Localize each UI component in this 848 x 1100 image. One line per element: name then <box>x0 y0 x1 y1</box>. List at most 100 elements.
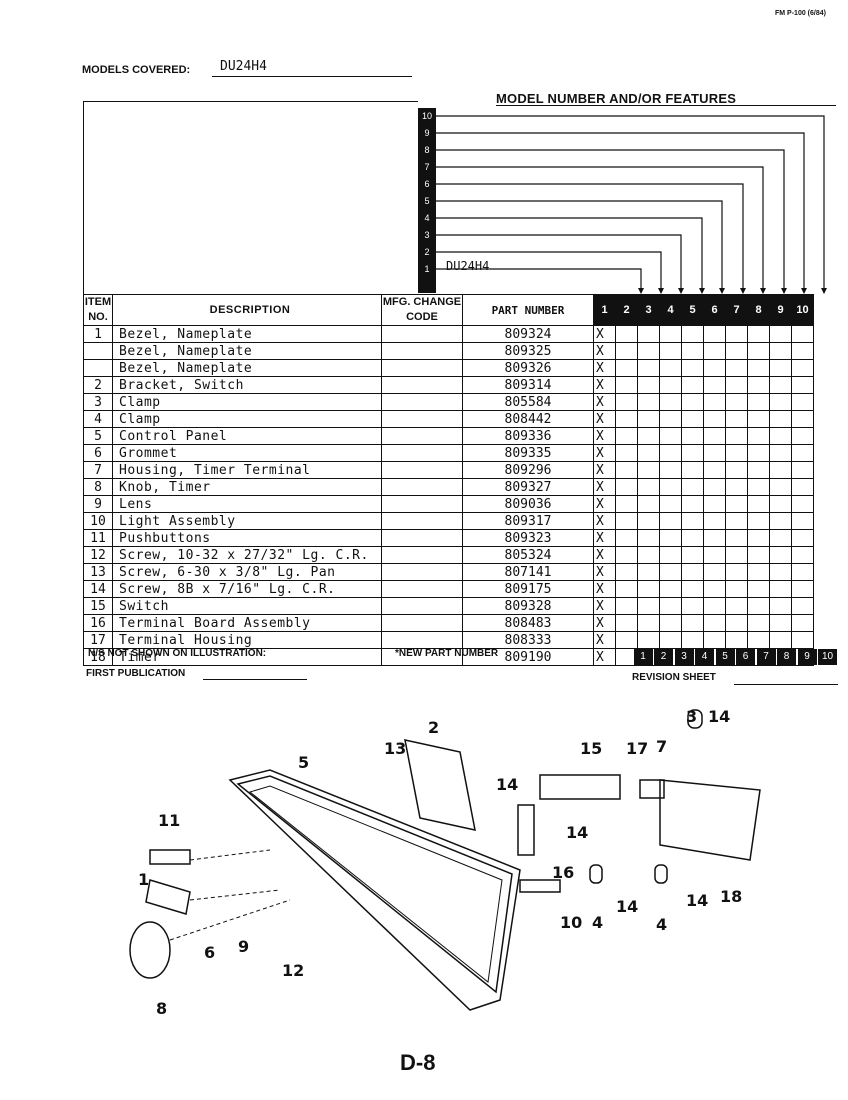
col-5-mark <box>681 614 704 632</box>
part-number: 809327 <box>462 478 594 496</box>
item-no: 9 <box>83 495 113 513</box>
item-no: 2 <box>83 376 113 394</box>
leader-line <box>436 183 744 293</box>
item-no: 16 <box>83 614 113 632</box>
col-4-mark <box>659 495 682 513</box>
model-column-1-name: DU24H4 <box>446 259 490 273</box>
col-8-mark <box>747 410 770 428</box>
col-6-mark <box>703 597 726 615</box>
model-features-rule <box>496 105 836 106</box>
col-1-mark: X <box>593 478 616 496</box>
col-4-mark <box>659 444 682 462</box>
leader-line <box>436 115 825 293</box>
col-3-mark <box>637 614 660 632</box>
part-number: 805324 <box>462 546 594 564</box>
col-8-mark <box>747 461 770 479</box>
col-9-mark <box>769 444 792 462</box>
col-5-mark <box>681 512 704 530</box>
col-3-mark <box>637 580 660 598</box>
col-10-mark <box>791 546 814 564</box>
col-6-mark <box>703 444 726 462</box>
header-col-7: 7 <box>725 294 748 326</box>
callout-number: 15 <box>580 739 602 758</box>
header-col-3: 3 <box>637 294 660 326</box>
mfg-change-code <box>381 410 463 428</box>
revision-sheet-label: REVISION SHEET <box>632 672 716 683</box>
description: Terminal Board Assembly <box>112 614 382 632</box>
revision-sheet-line <box>734 684 838 685</box>
col-9-mark <box>769 359 792 377</box>
col-1-mark: X <box>593 495 616 513</box>
bezel-shape <box>145 879 191 915</box>
col-5-mark <box>681 529 704 547</box>
col-8-mark <box>747 529 770 547</box>
col-6-mark <box>703 614 726 632</box>
col-10-mark <box>791 359 814 377</box>
callout-number: 14 <box>566 823 588 842</box>
col-2-mark <box>615 342 638 360</box>
col-9-mark <box>769 376 792 394</box>
col-2-mark <box>615 597 638 615</box>
col-9-mark <box>769 478 792 496</box>
col-7-mark <box>725 478 748 496</box>
col-10-mark <box>791 529 814 547</box>
footer-column-number: 4 <box>695 649 714 665</box>
col-7-mark <box>725 444 748 462</box>
col-2-mark <box>615 631 638 649</box>
col-8-mark <box>747 444 770 462</box>
footer-column-number: 3 <box>674 649 694 665</box>
table-header-row: ITEM NO. DESCRIPTION MFG. CHANGE CODE PA… <box>83 294 814 326</box>
callout-number: 18 <box>720 887 742 906</box>
models-covered-underline <box>212 76 412 77</box>
col-3-mark <box>637 478 660 496</box>
col-9-mark <box>769 427 792 445</box>
callout-number: 10 <box>560 913 582 932</box>
col-10-mark <box>791 563 814 581</box>
mfg-change-code <box>381 529 463 547</box>
mfg-change-code <box>381 376 463 394</box>
col-5-mark <box>681 478 704 496</box>
part-number: 809326 <box>462 359 594 377</box>
col-3-mark <box>637 597 660 615</box>
mfg-change-code <box>381 546 463 564</box>
col-5-mark <box>681 342 704 360</box>
col-6-mark <box>703 427 726 445</box>
description: Bracket, Switch <box>112 376 382 394</box>
col-3-mark <box>637 546 660 564</box>
mfg-change-code <box>381 512 463 530</box>
description: Bezel, Nameplate <box>112 342 382 360</box>
col-8-mark <box>747 325 770 343</box>
page-label: D-8 <box>400 1050 436 1075</box>
col-1-mark: X <box>593 563 616 581</box>
callout-number: 12 <box>282 961 304 980</box>
description: Lens <box>112 495 382 513</box>
col-2-mark <box>615 512 638 530</box>
callout-number: 14 <box>686 891 708 910</box>
callout-number: 4 <box>592 913 603 932</box>
col-3-mark <box>637 529 660 547</box>
leader-arrow <box>740 288 746 294</box>
header-col-9: 9 <box>769 294 792 326</box>
leader-arrow <box>638 288 644 294</box>
col-7-mark <box>725 410 748 428</box>
col-5-mark <box>681 495 704 513</box>
col-6-mark <box>703 546 726 564</box>
col-1-mark: X <box>593 546 616 564</box>
leader-arrow <box>821 288 827 294</box>
description: Bezel, Nameplate <box>112 325 382 343</box>
leader-arrow <box>719 288 725 294</box>
description: Light Assembly <box>112 512 382 530</box>
col-2-mark <box>615 427 638 445</box>
models-covered-label: MODELS COVERED: <box>82 64 191 76</box>
col-3-mark <box>637 495 660 513</box>
part-number: 809325 <box>462 342 594 360</box>
part-number: 809175 <box>462 580 594 598</box>
mfg-change-code <box>381 342 463 360</box>
